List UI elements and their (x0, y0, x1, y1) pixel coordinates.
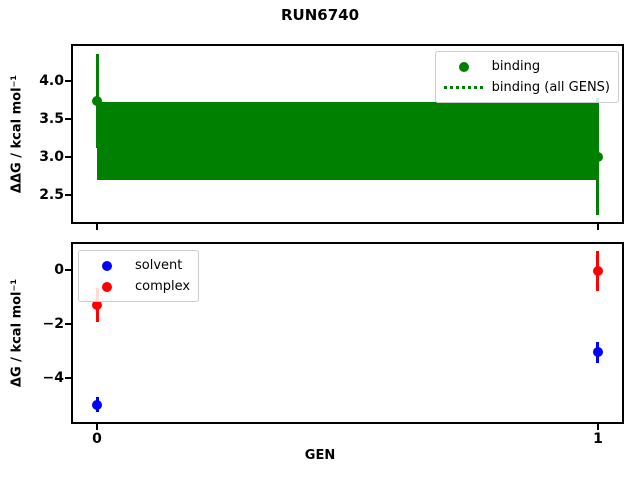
y-tick-mark (65, 268, 71, 271)
y-tick-mark (65, 155, 71, 158)
legend-marker-cell (443, 86, 484, 89)
binding-dot-icon (458, 61, 469, 72)
solvent-dot-icon (102, 260, 112, 271)
uncertainty-band (97, 102, 598, 180)
y-tick-label: 2.5 (39, 186, 64, 203)
y-tick-mark (65, 193, 71, 196)
complex-dot-icon (102, 281, 112, 292)
y-tick-mark (65, 117, 71, 120)
y-tick-label: 4.0 (39, 72, 64, 89)
data-point-solvent (592, 347, 603, 358)
data-point-solvent (92, 399, 103, 410)
chart-title: RUN6740 (280, 6, 360, 24)
legend: binding binding (all GENS) (434, 51, 619, 103)
x-tick-mark (96, 424, 99, 430)
legend-item-label: solvent (135, 258, 183, 273)
legend-marker-cell (444, 61, 484, 72)
y-tick-label: 0 (54, 261, 64, 278)
binding-all-gens--dotted-line-icon (443, 86, 484, 89)
y-tick-mark (65, 79, 71, 82)
data-point-complex (92, 300, 103, 311)
legend-marker-cell (87, 281, 127, 292)
y-axis-label-dg: ΔG / kcal mol⁻¹ (9, 278, 25, 388)
axes-dg: 0 −2 −4 0 1 solvent complex (43, 242, 624, 447)
y-axis-label-binding: ΔΔG / kcal mol⁻¹ (9, 74, 25, 194)
legend: solvent complex (78, 250, 200, 302)
x-tick-label: 0 (92, 431, 102, 447)
legend-item-label: binding (all GENS) (491, 80, 610, 95)
x-tick-mark (96, 224, 99, 230)
y-tick-label: −4 (42, 369, 64, 386)
y-tick-label: −2 (42, 315, 64, 332)
y-tick-mark (65, 322, 71, 325)
legend-item-complex: complex (87, 277, 190, 296)
legend-marker-cell (87, 260, 127, 271)
x-tick-mark (596, 424, 599, 430)
x-tick-mark (596, 224, 599, 230)
legend-item-label: complex (135, 279, 191, 294)
data-point-binding (592, 151, 603, 162)
x-tick-label: 1 (593, 431, 603, 447)
y-tick-mark (65, 376, 71, 379)
data-point-complex (592, 266, 603, 277)
x-axis-label: GEN (304, 448, 336, 463)
data-point-binding (92, 96, 103, 107)
legend-item-binding: binding (444, 57, 610, 76)
axes-binding: 4.0 3.5 3.0 2.5 binding binding (all GENS) (39, 44, 624, 230)
y-tick-label: 3.0 (39, 148, 64, 165)
legend-item-solvent: solvent (87, 256, 190, 275)
legend-item-label: binding (491, 59, 541, 74)
y-tick-label: 3.5 (39, 110, 64, 127)
legend-item-binding-all-gens-: binding (all GENS) (443, 78, 610, 97)
